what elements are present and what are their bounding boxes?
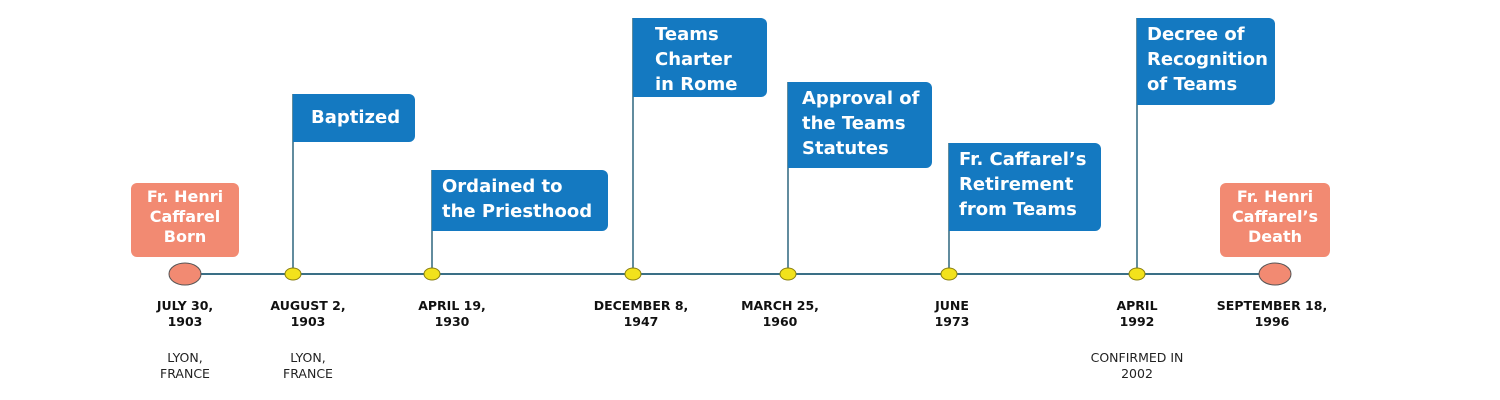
- event-date-charter: DECEMBER 8,1947: [593, 298, 689, 329]
- endpoint-marker-born: [168, 262, 202, 286]
- event-date-statutes: MARCH 25,1960: [741, 298, 819, 329]
- node-marker-charter: [624, 267, 642, 281]
- event-label-statutes: Approval of the Teams Statutes: [788, 82, 932, 168]
- event-date-death: SEPTEMBER 18,1996: [1216, 298, 1328, 329]
- event-place-baptized: LYON,FRANCE: [283, 350, 333, 381]
- node-marker-baptized: [284, 267, 302, 281]
- event-label-baptized: Baptized: [293, 94, 415, 142]
- event-label-born: Fr. Henri Caffarel Born: [131, 183, 239, 257]
- event-date-born: JULY 30,1903: [156, 298, 214, 329]
- event-date-ordained: APRIL 19,1930: [418, 298, 486, 329]
- node-marker-ordained: [423, 267, 441, 281]
- endpoint-marker-death: [1258, 262, 1292, 286]
- node-marker-decree: [1128, 267, 1146, 281]
- event-date-baptized: AUGUST 2,1903: [270, 298, 346, 329]
- event-label-decree: Decree of Recognition of Teams: [1137, 18, 1275, 105]
- node-marker-retire: [940, 267, 958, 281]
- event-place-born: LYON,FRANCE: [160, 350, 210, 381]
- event-label-charter: Teams Charter in Rome: [633, 18, 767, 97]
- event-label-retire: Fr. Caffarel’s Retirement from Teams: [949, 143, 1101, 231]
- event-label-death: Fr. Henri Caffarel’s Death: [1220, 183, 1330, 257]
- node-marker-statutes: [779, 267, 797, 281]
- event-label-ordained: Ordained to the Priesthood: [432, 170, 608, 231]
